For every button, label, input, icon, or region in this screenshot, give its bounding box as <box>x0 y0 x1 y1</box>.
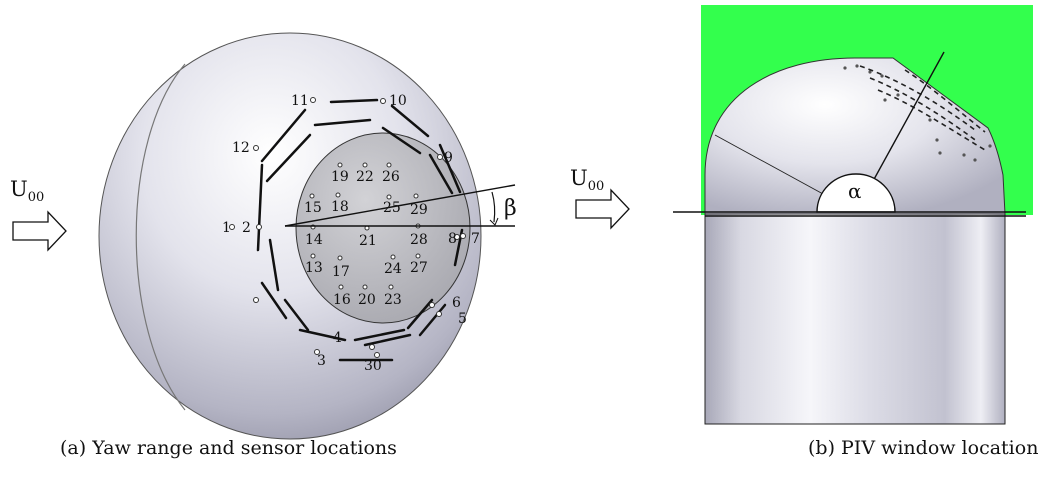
alpha-arc <box>816 173 896 213</box>
sensor-label-23: 23 <box>384 292 402 308</box>
sensor-label-20: 20 <box>358 292 376 308</box>
alpha-label: α <box>848 179 862 203</box>
sensor-label-1: 1 <box>222 220 231 236</box>
cylinder-body <box>704 213 1006 425</box>
yaw-arc-arrow <box>489 217 499 226</box>
sensor-label-24: 24 <box>384 261 402 277</box>
sensor-label-12: 12 <box>232 140 250 156</box>
sensor-label-21: 21 <box>359 233 377 249</box>
sensor-label-30: 30 <box>364 358 382 374</box>
yaw-arc <box>491 191 496 223</box>
sensor-label-10: 10 <box>389 93 407 109</box>
sensor-label-8: 8 <box>448 231 457 247</box>
sphere-seam <box>135 63 186 411</box>
flow-arrow-b <box>575 188 630 230</box>
sensor-label-22: 22 <box>356 169 374 185</box>
sensor-ring-dashes <box>256 98 464 362</box>
beta-label: β <box>504 196 517 221</box>
dome-sensor-dashes <box>859 65 986 151</box>
sensor-label-2: 2 <box>242 220 251 236</box>
sensor-label-4: 4 <box>333 330 342 346</box>
sensor-label-5: 5 <box>458 311 467 327</box>
sensor-label-16: 16 <box>333 292 351 308</box>
sensor-disc <box>295 132 471 324</box>
sensor-label-19: 19 <box>331 169 349 185</box>
yaw-line <box>284 184 516 227</box>
sensor-label-26: 26 <box>382 169 400 185</box>
sensor-label-17: 17 <box>332 264 350 280</box>
sensor-label-7: 7 <box>471 231 480 247</box>
sensor-label-18: 18 <box>331 199 349 215</box>
sensor-label-15: 15 <box>304 200 322 216</box>
sensor-label-3: 3 <box>317 353 326 369</box>
dome-body <box>704 57 1006 215</box>
flow-label-b: U00 <box>570 166 604 194</box>
sensor-labels: 1 2 3 4 5 6 7 8 9 10 11 12 13 14 15 16 1… <box>222 93 480 374</box>
sensor-label-13: 13 <box>305 260 323 276</box>
panel-a: U00 <box>10 32 517 440</box>
flow-label-a: U00 <box>10 177 44 205</box>
sensor-label-28: 28 <box>410 232 428 248</box>
caption-a: (a) Yaw range and sensor locations <box>60 437 397 459</box>
sensor-label-11: 11 <box>291 93 309 109</box>
sensor-label-29: 29 <box>410 202 428 218</box>
sensor-label-6: 6 <box>452 295 461 311</box>
panel-b: U00 α <box>570 5 1033 425</box>
sensor-label-27: 27 <box>410 260 428 276</box>
flow-arrow-a <box>12 210 67 252</box>
sensor-label-9: 9 <box>444 150 453 166</box>
sensor-label-25: 25 <box>383 200 401 216</box>
caption-b: (b) PIV window location <box>808 437 1039 459</box>
dome-sensor-marks <box>843 64 992 162</box>
sensor-holes <box>229 97 466 358</box>
sensor-label-14: 14 <box>305 232 323 248</box>
